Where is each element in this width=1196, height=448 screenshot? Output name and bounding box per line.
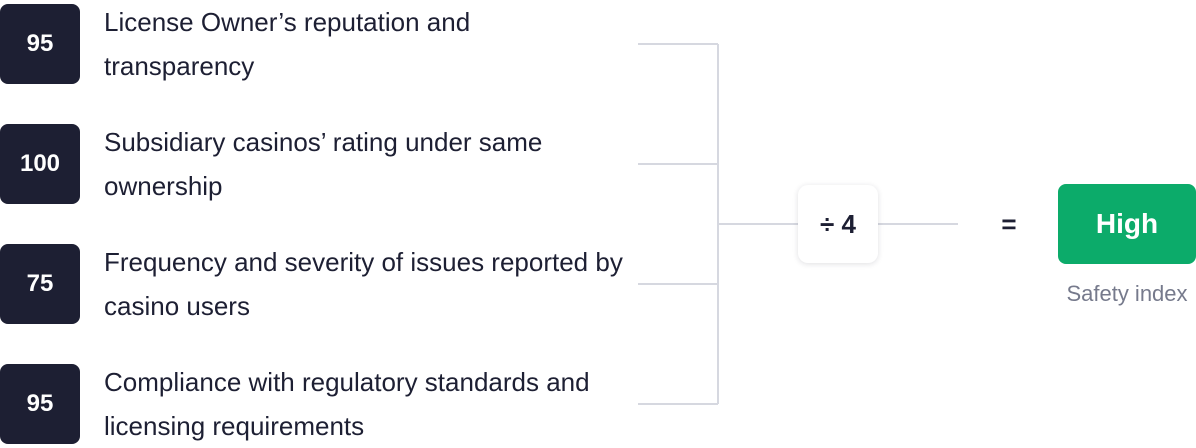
- equals-sign: =: [1001, 208, 1017, 239]
- criterion-label: License Owner’s reputation and transpare…: [104, 7, 471, 81]
- divide-operation-box: ÷ 4: [798, 185, 878, 263]
- criterion-label: Frequency and severity of issues reporte…: [104, 247, 623, 321]
- score-badge: 100: [0, 124, 80, 204]
- score-badge: 95: [0, 364, 80, 444]
- safety-index-caption: Safety index: [1066, 281, 1188, 306]
- score-badge: 75: [0, 244, 80, 324]
- score-badge: 95: [0, 4, 80, 84]
- safety-index-result-badge: High: [1058, 184, 1196, 264]
- criterion-label: Subsidiary casinos’ rating under same ow…: [104, 127, 543, 201]
- criterion-label: Compliance with regulatory standards and…: [104, 367, 590, 441]
